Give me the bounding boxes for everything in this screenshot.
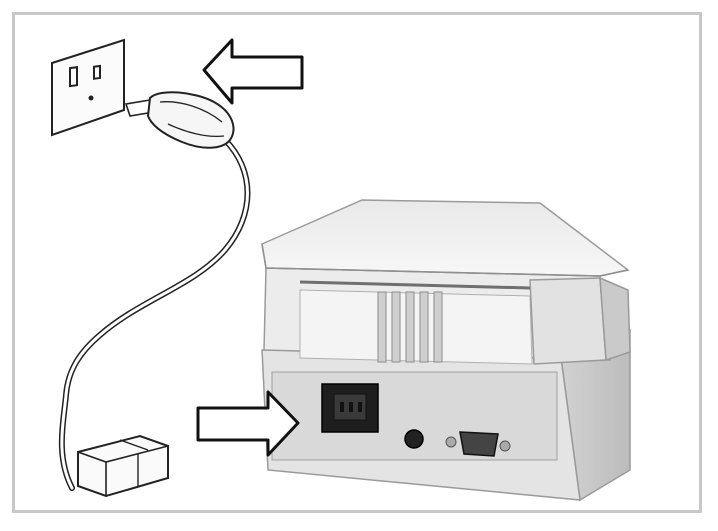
device-lid	[261, 199, 630, 277]
iec-connector	[77, 434, 169, 498]
power-plug	[124, 91, 235, 149]
outlet-slot-right	[93, 64, 101, 80]
power-cord	[58, 137, 251, 491]
serial-port	[445, 431, 511, 457]
round-jack	[404, 429, 424, 449]
outlet-slot-left	[69, 66, 78, 88]
vent-slots	[377, 291, 443, 363]
vent-panel	[299, 289, 533, 365]
wall-outlet	[51, 38, 125, 137]
arrow-to-inlet	[196, 390, 300, 457]
outlet-ground-hole	[88, 95, 94, 101]
device	[261, 199, 631, 502]
arrow-to-outlet	[202, 38, 304, 105]
